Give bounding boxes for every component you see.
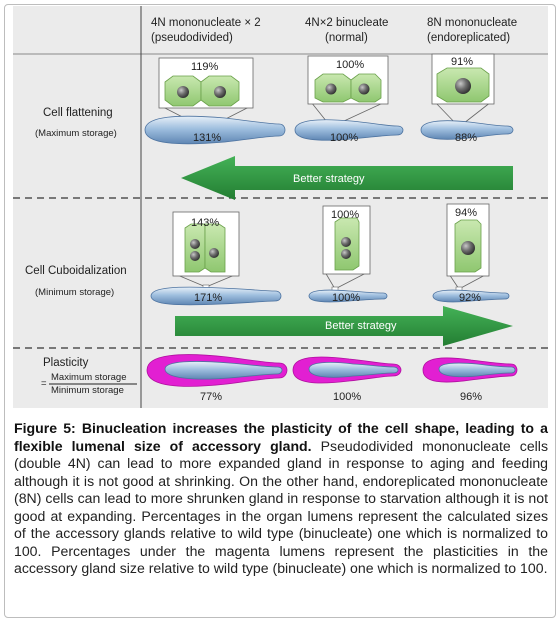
caption-title: Figure 5: Binucleation increases the pla… xyxy=(14,420,548,454)
flattening-cell-pct-3: 91% xyxy=(451,56,474,68)
figure-graphics xyxy=(13,6,548,408)
cuboidal-lumen-3 xyxy=(432,289,510,303)
cuboidal-cell-pct-3: 94% xyxy=(455,207,478,219)
col-header-1-line1: 4N mononucleate × 2 xyxy=(151,17,261,29)
col-header-1-line2: (pseudodivided) xyxy=(151,32,233,44)
flattening-arrow-label: Better strategy xyxy=(293,173,365,185)
cuboidal-lumen-pct-1: 171% xyxy=(194,292,223,304)
figure-panel: 4N mononucleate × 2 (pseudodivided) 4N×2… xyxy=(13,6,548,408)
figure-caption: Figure 5: Binucleation increases the pla… xyxy=(14,420,548,578)
col-header-2-line2: (normal) xyxy=(325,32,368,44)
plasticity-equals: = xyxy=(41,378,47,389)
cuboidal-lumen-pct-2: 100% xyxy=(332,292,361,304)
row-sublabel-cuboidal: (Minimum storage) xyxy=(35,287,115,298)
cuboidal-arrow xyxy=(175,306,513,346)
flattening-lumen-pct-3: 88% xyxy=(455,132,478,144)
flattening-lumen-3 xyxy=(420,120,514,140)
plasticity-numerator: Maximum storage xyxy=(51,372,127,383)
row-sublabel-flattening: (Maximum storage) xyxy=(35,128,117,139)
plasticity-pct-2: 100% xyxy=(333,391,362,403)
cuboidal-callout-2 xyxy=(322,205,371,293)
row-label-plasticity: Plasticity xyxy=(43,357,89,369)
flattening-lumen-pct-2: 100% xyxy=(330,132,359,144)
flattening-lumen-pct-1: 131% xyxy=(193,132,222,144)
cuboidal-lumen-pct-3: 92% xyxy=(459,292,482,304)
cuboidal-callout-1 xyxy=(172,211,240,291)
cuboidal-cell-pct-2: 100% xyxy=(331,209,360,221)
flattening-cell-pct-1: 119% xyxy=(191,61,219,73)
flattening-cell-pct-2: 100% xyxy=(336,59,365,71)
plasticity-lumen-2 xyxy=(308,362,399,378)
col-header-3-line2: (endoreplicated) xyxy=(427,32,511,44)
plasticity-lumen-3 xyxy=(438,362,516,378)
row-label-cuboidal: Cell Cuboidalization xyxy=(25,265,127,277)
plasticity-denominator: Minimum storage xyxy=(51,385,124,396)
col-header-3-line1: 8N mononucleate xyxy=(427,17,518,29)
plasticity-pct-1: 77% xyxy=(200,391,223,403)
caption-body: Pseudodivided mononucleate cells (double… xyxy=(14,437,548,577)
flattening-arrow xyxy=(181,156,513,200)
flattening-lumen-2 xyxy=(294,119,404,141)
cuboidal-callout-3 xyxy=(446,203,490,293)
cuboidal-arrow-label: Better strategy xyxy=(325,320,397,332)
flattening-lumen-1 xyxy=(144,115,286,145)
flattening-callout-3 xyxy=(431,53,495,131)
row-label-flattening: Cell flattening xyxy=(43,107,113,119)
plasticity-pct-3: 96% xyxy=(460,391,483,403)
col-header-2-line1: 4N×2 binucleate xyxy=(305,17,389,29)
cuboidal-lumen-2 xyxy=(308,289,388,303)
plasticity-lumen-1 xyxy=(164,361,283,380)
cuboidal-lumen-1 xyxy=(150,286,282,306)
cuboidal-cell-pct-1: 143% xyxy=(191,217,220,229)
flattening-callout-2 xyxy=(307,55,389,131)
flattening-callout-1 xyxy=(158,57,254,133)
